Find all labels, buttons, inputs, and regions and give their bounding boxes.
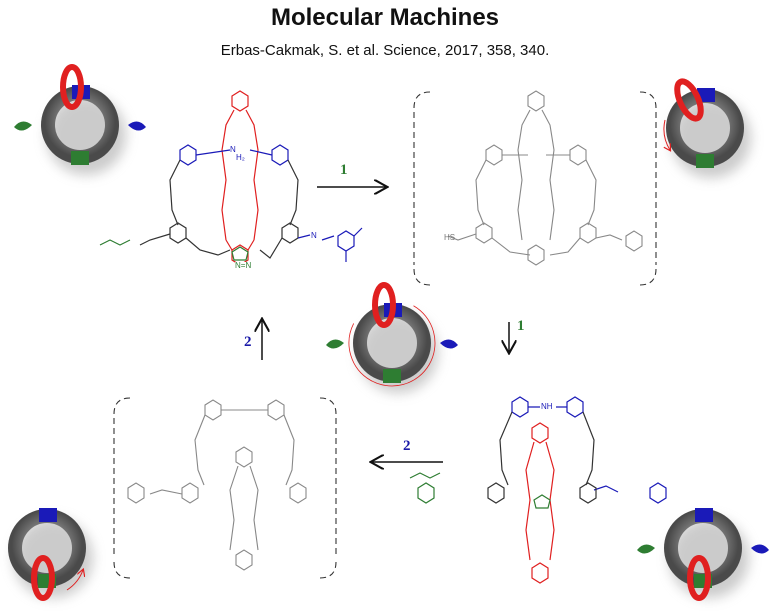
blue-station xyxy=(39,508,57,522)
molecule-bottom-right xyxy=(409,396,667,584)
ammonium-label: N xyxy=(230,145,236,154)
red-ring xyxy=(674,78,704,122)
red-ring xyxy=(31,555,55,601)
red-ring xyxy=(687,555,711,601)
red-ring xyxy=(372,282,396,328)
green-station xyxy=(696,154,714,168)
blue-station xyxy=(695,508,713,522)
molecule-bottom-left xyxy=(113,397,337,579)
blue-stopper-icon xyxy=(128,121,146,131)
green-stopper-icon xyxy=(14,121,32,131)
triazolium-label: N=N xyxy=(235,261,252,270)
rotation-arrow-icon xyxy=(66,570,83,591)
molecule-top-left xyxy=(99,90,363,266)
ammonium-h-label: H₂ xyxy=(236,153,245,162)
figure-title: Molecular Machines xyxy=(270,4,500,31)
hydrazone-stopper xyxy=(297,227,363,262)
green-station xyxy=(71,151,89,165)
triazolium-station xyxy=(99,239,249,261)
machine-cartoon-bottom-right xyxy=(637,508,769,601)
green-stopper-icon xyxy=(637,544,655,554)
green-station xyxy=(383,369,401,383)
rotation-arrow-icon xyxy=(664,119,670,150)
machine-cartoon-bottom-left xyxy=(8,508,93,601)
blue-stopper-icon xyxy=(751,544,769,554)
step-label-1-right: 1 xyxy=(340,162,348,178)
step-label-2-left: 2 xyxy=(403,438,411,454)
crown-ether-ring xyxy=(221,90,259,266)
blue-station xyxy=(697,88,715,102)
green-stopper-icon xyxy=(326,339,344,349)
nh-label: NH xyxy=(541,402,553,411)
machine-cartoon-top-right xyxy=(664,78,751,178)
blue-stopper-icon xyxy=(440,339,458,349)
machine-cartoon-center xyxy=(326,282,458,393)
molecule-top-right xyxy=(413,90,657,286)
step-label-2-up: 2 xyxy=(244,334,252,350)
citation: Erbas-Cakmak, S. et al. Science, 2017, 3… xyxy=(220,42,550,59)
thiol-label: HS xyxy=(444,233,456,242)
red-ring xyxy=(60,64,84,110)
step-label-1-down: 1 xyxy=(517,318,525,334)
machine-cartoon-top-left xyxy=(14,64,146,175)
hydrazone-label: N xyxy=(311,231,317,240)
